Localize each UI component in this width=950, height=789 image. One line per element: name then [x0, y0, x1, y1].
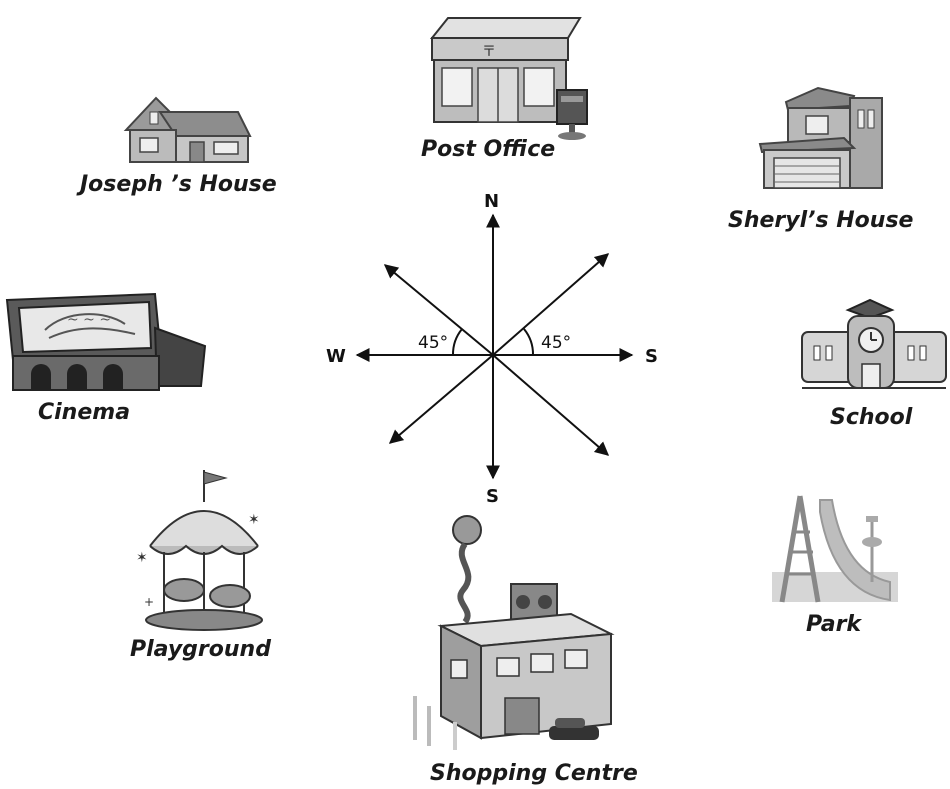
- svg-text:+: +: [144, 595, 154, 609]
- carousel-icon: ✶ ✶ +: [136, 470, 263, 631]
- south-label: S: [486, 486, 499, 507]
- sheryls-house-label: Sheryl’s House: [728, 208, 914, 233]
- angle-label-right: 45°: [541, 333, 571, 353]
- cinema: ~ ~ ~: [5, 290, 210, 400]
- josephs-house-label: Joseph ’s House: [80, 172, 277, 197]
- west-label: W: [326, 346, 346, 367]
- cinema-icon: ~ ~ ~: [5, 292, 207, 391]
- playground-label: Playground: [130, 637, 271, 662]
- angle-arc-left: [451, 328, 463, 356]
- slide-icon: [772, 495, 898, 603]
- svg-text:✶: ✶: [136, 550, 148, 566]
- angle-arc-right: [523, 328, 535, 356]
- north-label: N: [484, 191, 499, 212]
- svg-text:~ ~ ~: ~ ~ ~: [67, 312, 111, 328]
- shopping-centre-icon: [413, 515, 615, 750]
- sheryls-house: [758, 84, 888, 192]
- school-label: School: [830, 405, 913, 430]
- post-office: 〒: [420, 12, 600, 142]
- post-office-label: Post Office: [421, 137, 556, 162]
- arrow-northwest: [383, 264, 494, 356]
- cinema-label: Cinema: [38, 400, 131, 425]
- post-office-icon: 〒: [429, 17, 588, 140]
- school: [800, 294, 948, 398]
- arrow-southwest: [388, 354, 494, 444]
- house-icon: [123, 96, 252, 163]
- svg-text:〒: 〒: [482, 44, 496, 60]
- shopping-centre-label: Shopping Centre: [430, 761, 638, 786]
- arrow-southeast: [492, 354, 610, 456]
- playground: ✶ ✶ +: [130, 466, 280, 636]
- arrow-northeast: [492, 253, 610, 356]
- angle-label-left: 45°: [418, 333, 448, 353]
- shopping-centre: [405, 510, 620, 755]
- house-icon: [758, 86, 883, 189]
- park: [770, 492, 900, 608]
- school-icon: [801, 298, 947, 389]
- svg-text:✶: ✶: [248, 512, 260, 528]
- park-label: Park: [806, 612, 862, 637]
- josephs-house: [120, 92, 255, 167]
- east-label: S: [645, 346, 658, 367]
